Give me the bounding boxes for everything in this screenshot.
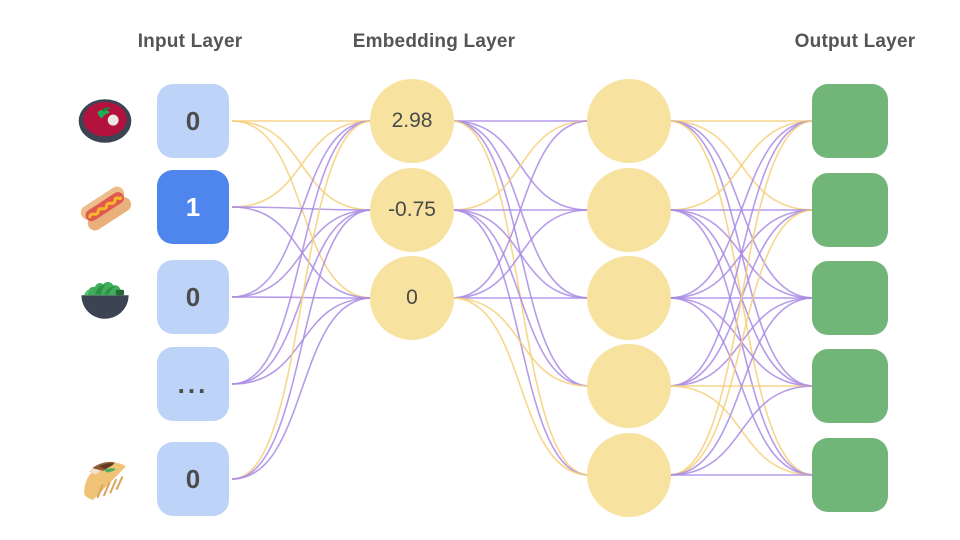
output-node-3[interactable] [812,261,888,335]
embedding-node-2[interactable]: -0.75 [370,168,454,252]
input-node-3[interactable]: 0 [157,260,229,334]
embedding-node-value: 2.98 [391,109,433,132]
edge-3-4 [451,297,590,387]
hidden-node-5[interactable] [587,433,671,517]
input-node-value: 1 [185,191,201,222]
edge-3-2 [668,209,815,299]
edges-hidden-to-output [668,120,815,476]
embedding-node-3[interactable]: 0 [370,256,454,340]
embedding-node-value: -0.75 [388,198,436,221]
edge-5-2 [668,209,815,476]
edge-3-4 [668,297,815,387]
edge-3-2 [451,209,590,299]
edge-1-3 [668,120,815,299]
edge-5-3 [668,297,815,476]
hidden-node-2[interactable] [587,168,671,252]
edges-input-to-embedding [231,120,373,480]
edge-3-5 [451,297,590,476]
edge-2-4 [668,209,815,387]
edge-2-4 [451,209,590,387]
edge-1-2 [231,120,373,211]
edge-4-2 [668,209,815,387]
edge-1-3 [451,120,590,299]
edge-3-1 [668,120,815,299]
edge-5-1 [668,120,815,476]
hidden-node-1[interactable] [587,79,671,163]
edge-5-4 [668,385,815,476]
edge-3-5 [668,297,815,476]
edge-4-2 [231,209,373,385]
edge-1-2 [451,120,590,211]
hidden-node-4[interactable] [587,344,671,428]
output-node-2[interactable] [812,173,888,247]
edge-2-2 [231,206,373,211]
input-node-2[interactable]: 1 [157,170,229,244]
edge-2-3 [668,209,815,299]
edges-embedding-to-hidden [451,120,590,476]
embedding-node-value: 0 [406,286,418,309]
edge-3-2 [231,209,373,298]
input-node-value: 0 [185,105,201,136]
edge-2-1 [668,120,815,211]
edge-1-4 [668,120,815,387]
input-node-4[interactable]: ... [157,347,229,421]
edge-5-3 [231,297,373,480]
layer-title-output-layer: Output Layer [794,31,916,52]
edge-1-4 [451,120,590,387]
edge-2-5 [451,209,590,476]
edge-5-2 [231,209,373,480]
edge-2-3 [451,209,590,299]
edge-2-5 [668,209,815,476]
hot-dog-icon [76,178,134,236]
edge-3-3 [231,296,373,299]
edge-2-1 [451,120,590,211]
edge-3-1 [231,120,373,298]
input-node-value: 0 [185,463,201,494]
edge-5-1 [231,120,373,480]
edge-4-3 [231,297,373,385]
edge-4-5 [668,385,815,476]
edge-2-1 [231,120,373,208]
hidden-node-3[interactable] [587,256,671,340]
taco-icon [76,450,134,508]
output-node-4[interactable] [812,349,888,423]
edge-2-3 [231,206,373,299]
edge-4-1 [668,120,815,387]
soup-bowl-icon [76,92,134,150]
green-salad-icon [76,268,134,326]
edge-1-5 [668,120,815,476]
edge-4-3 [668,297,815,387]
input-node-value: 0 [185,281,201,312]
embedding-node-1[interactable]: 2.98 [370,79,454,163]
input-node-5[interactable]: 0 [157,442,229,516]
edge-1-3 [231,120,373,299]
edge-3-1 [451,120,590,299]
edge-1-5 [451,120,590,476]
edge-1-2 [668,120,815,211]
output-node-5[interactable] [812,438,888,512]
layer-title-embedding-layer: Embedding Layer [352,31,516,52]
edge-4-1 [231,120,373,385]
layer-title-input-layer: Input Layer [137,31,243,52]
input-node-1[interactable]: 0 [157,84,229,158]
output-node-1[interactable] [812,84,888,158]
input-node-value: ... [177,369,209,399]
